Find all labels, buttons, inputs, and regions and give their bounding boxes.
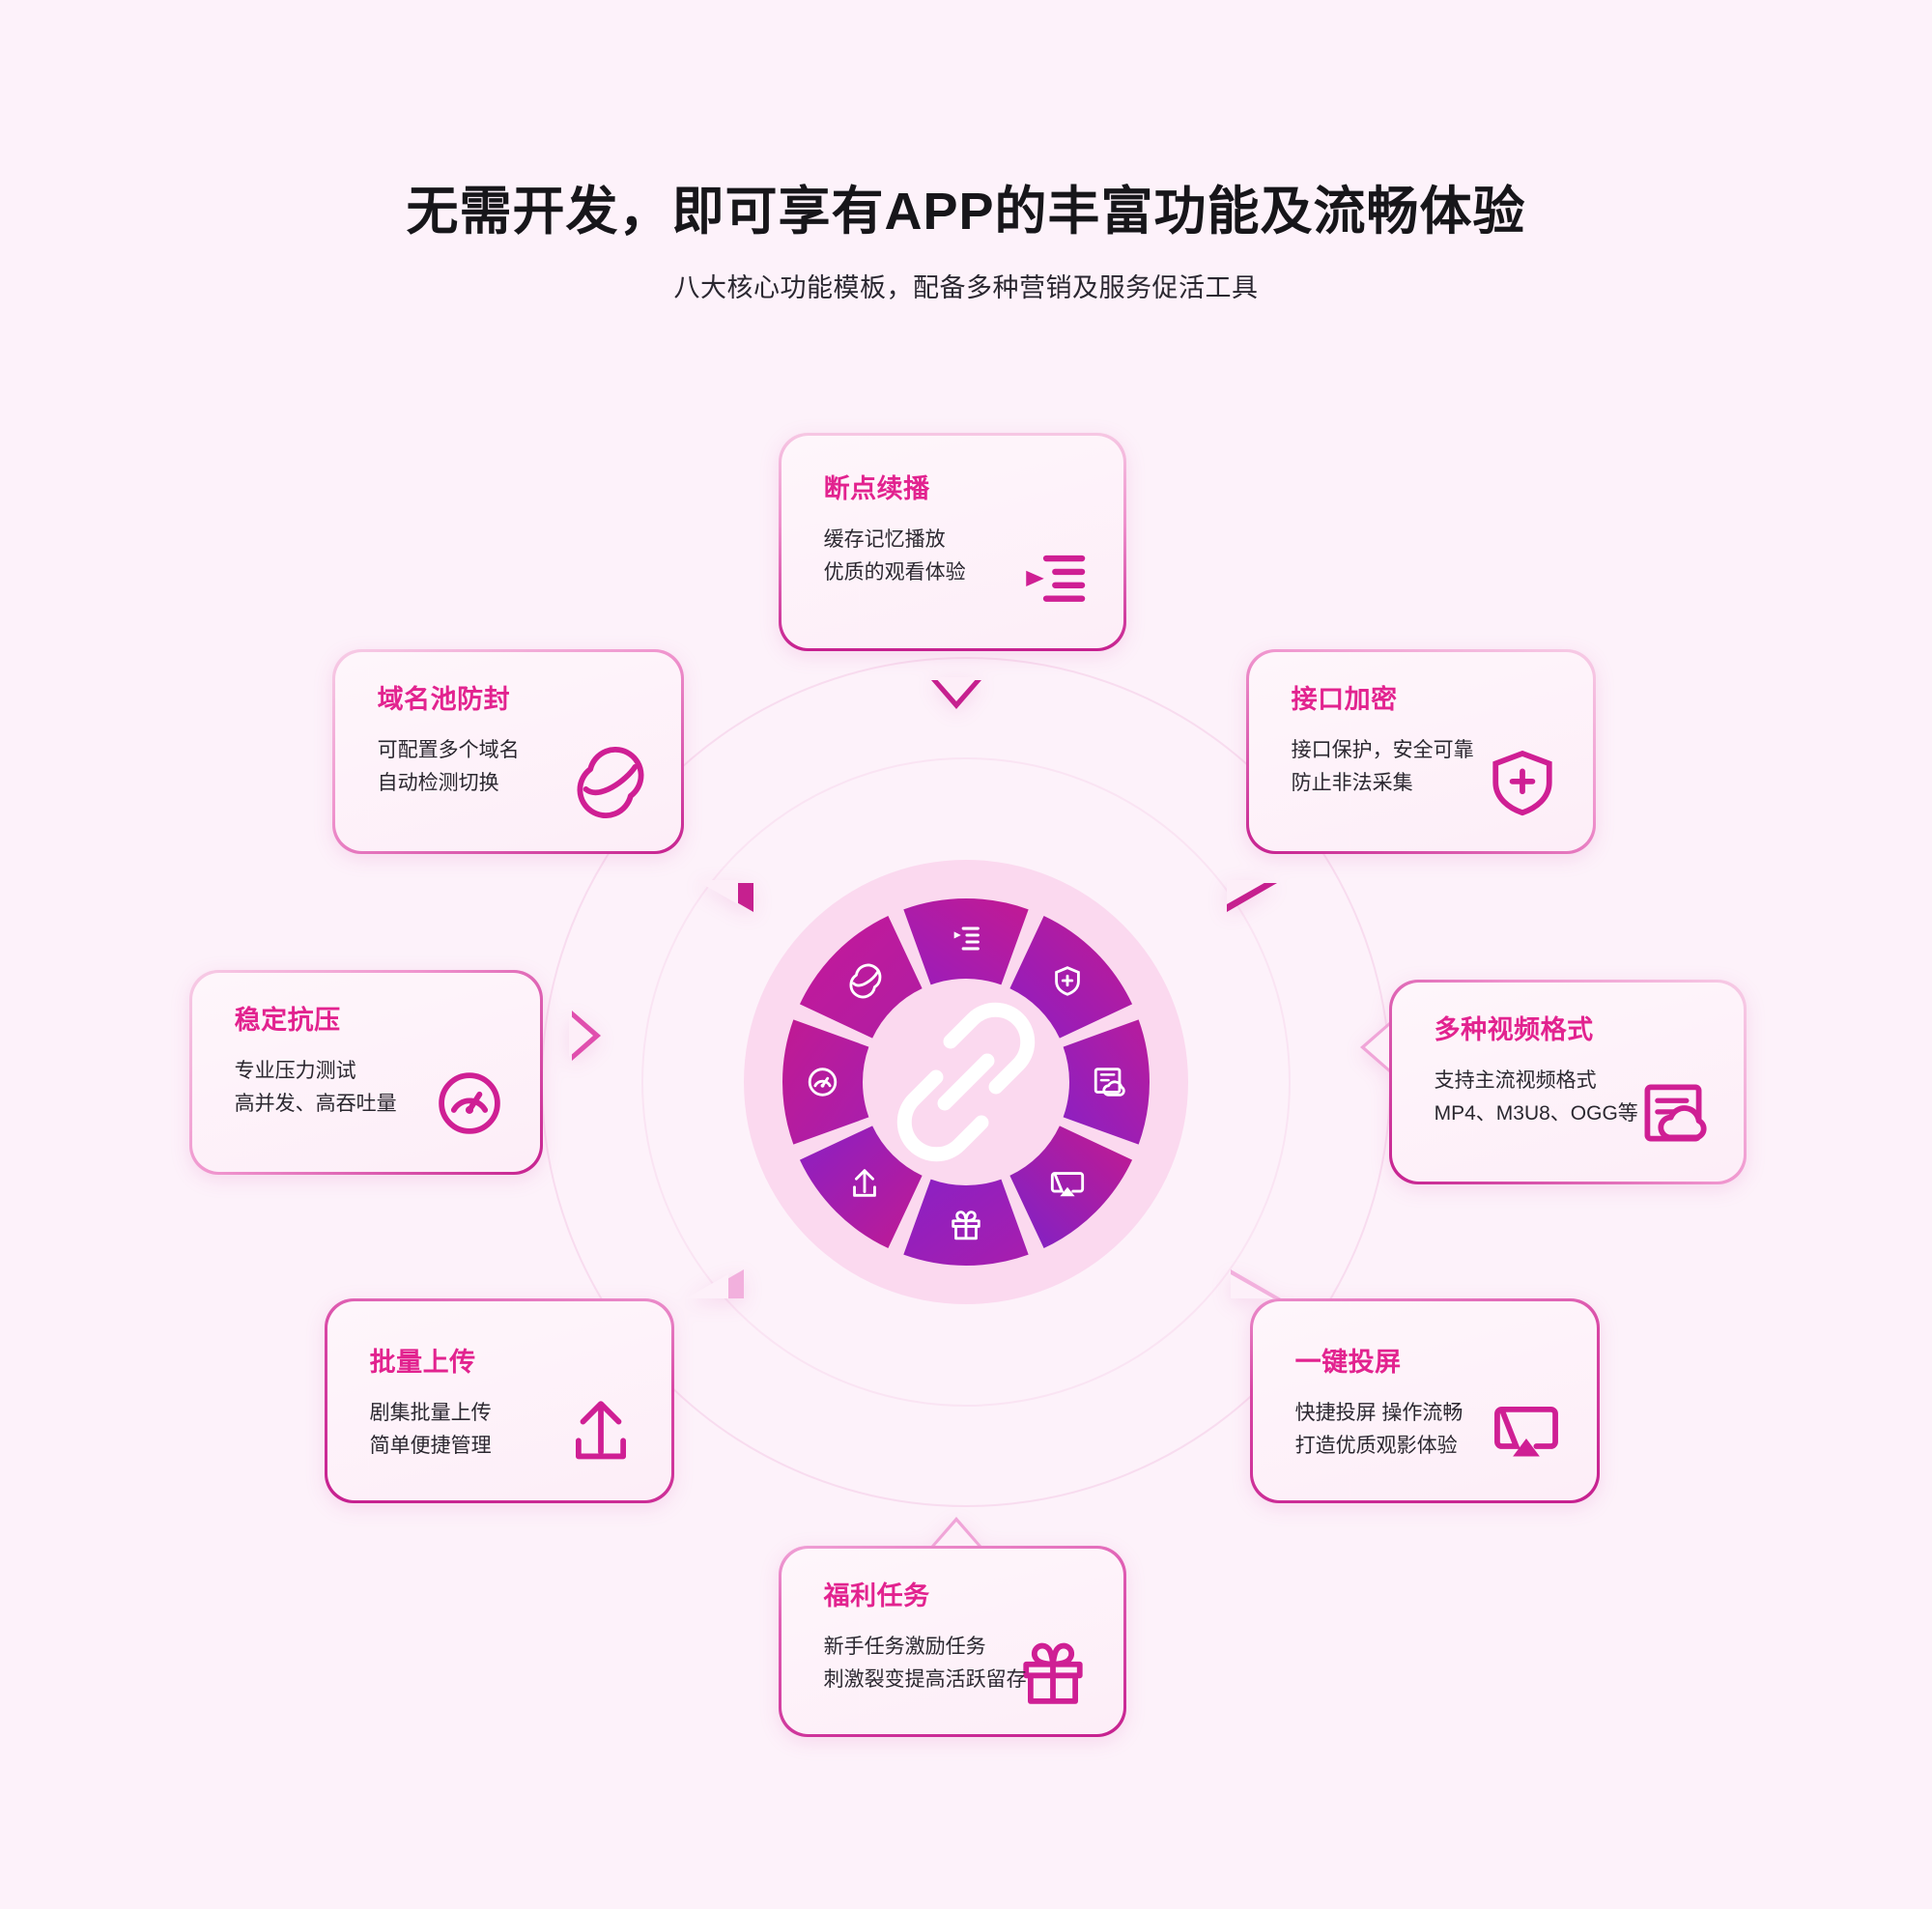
gauge-icon (808, 1068, 838, 1097)
central-hub-wheel (781, 897, 1151, 1268)
gauge-icon (434, 1068, 505, 1139)
feature-card-resume-play[interactable]: 断点续播 缓存记忆播放 优质的观看体验 (779, 433, 1126, 709)
card-title: 一键投屏 (1294, 1347, 1402, 1377)
decorative-mid-ring (641, 757, 1291, 1407)
feature-card-screen-cast[interactable]: 一键投屏 快捷投屏 操作流畅 打造优质观影体验 (1231, 1269, 1600, 1503)
document-cloud-icon (1094, 1068, 1125, 1097)
globe-orbit-icon (575, 747, 646, 819)
document-cloud-icon (1637, 1077, 1709, 1149)
playlist-play-icon (953, 926, 980, 951)
link-chain-icon (896, 1002, 1036, 1162)
playlist-play-icon (1017, 544, 1089, 615)
card-description: 专业压力测试 高并发、高吞吐量 (234, 1059, 397, 1115)
card-description: 快捷投屏 操作流畅 打造优质观影体验 (1294, 1401, 1463, 1457)
hub-segment (1063, 1019, 1150, 1145)
card-description: 缓存记忆播放 优质的观看体验 (823, 527, 966, 584)
shield-plus-icon (1055, 966, 1080, 996)
card-title: 域名池防封 (377, 684, 511, 714)
card-title: 批量上传 (369, 1347, 476, 1377)
card-title: 福利任务 (823, 1581, 930, 1610)
screen-cast-icon (1050, 1172, 1085, 1197)
card-title: 稳定抗压 (234, 1005, 341, 1035)
card-description: 可配置多个域名 自动检测切换 (377, 738, 520, 794)
feature-card-batch-upload[interactable]: 批量上传 剧集批量上传 简单便捷管理 (325, 1269, 744, 1503)
upload-icon (565, 1396, 637, 1467)
card-description: 支持主流视频格式 MP4、M3U8、OGG等 (1434, 1068, 1638, 1125)
hub-segment (1009, 1125, 1133, 1249)
feature-card-domain-pool[interactable]: 域名池防封 可配置多个域名 自动检测切换 (332, 649, 753, 912)
hub-segment (799, 1125, 923, 1249)
shield-plus-icon (1487, 747, 1558, 818)
card-title: 多种视频格式 (1434, 1014, 1594, 1044)
card-description: 剧集批量上传 简单便捷管理 (369, 1401, 492, 1457)
header: 无需开发，即可享有APP的丰富功能及流畅体验 八大核心功能模板，配备多种营销及服… (0, 0, 1932, 304)
globe-orbit-icon (849, 963, 882, 999)
card-title: 断点续播 (823, 473, 930, 503)
gift-icon (952, 1211, 980, 1240)
page-subtitle: 八大核心功能模板，配备多种营销及服务促活工具 (673, 273, 1259, 303)
screen-cast-icon (1491, 1396, 1562, 1467)
feature-card-stress-stability[interactable]: 稳定抗压 专业压力测试 高并发、高吞吐量 (189, 970, 601, 1175)
hub-segment (799, 915, 923, 1039)
page-title: 无需开发，即可享有APP的丰富功能及流畅体验 (406, 183, 1526, 241)
feature-card-video-formats[interactable]: 多种视频格式 支持主流视频格式 MP4、M3U8、OGG等 (1360, 980, 1747, 1184)
feature-card-api-encryption[interactable]: 接口加密 接口保护，安全可靠 防止非法采集 (1227, 649, 1596, 912)
feature-card-reward-tasks[interactable]: 福利任务 新手任务激励任务 刺激裂变提高活跃留存 (779, 1517, 1126, 1737)
upload-icon (853, 1169, 876, 1197)
card-title: 接口加密 (1291, 684, 1398, 714)
card-description: 新手任务激励任务 刺激裂变提高活跃留存 (823, 1635, 1027, 1691)
gift-icon (1017, 1638, 1089, 1709)
hub-segment (1009, 915, 1133, 1039)
card-description: 接口保护，安全可靠 防止非法采集 (1291, 738, 1474, 794)
